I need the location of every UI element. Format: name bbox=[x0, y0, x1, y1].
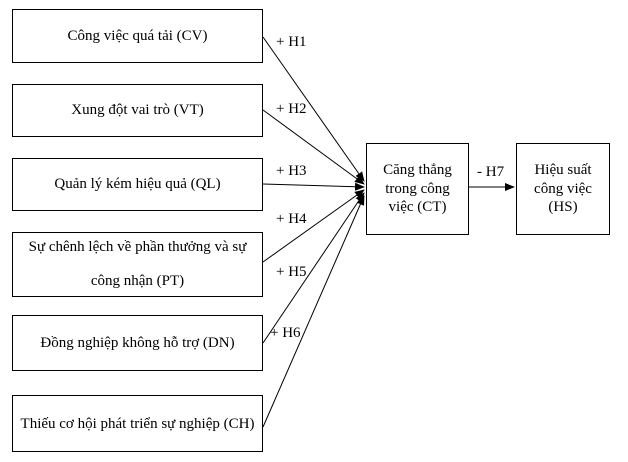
factor-box-ql: Quản lý kém hiệu quả (QL) bbox=[12, 158, 263, 211]
hypothesis-label-h1: + H1 bbox=[276, 34, 307, 50]
factor-label-vt: Xung đột vai trò (VT) bbox=[71, 102, 204, 119]
hypothesis-label-h7: - H7 bbox=[477, 164, 505, 180]
factor-label-ql: Quản lý kém hiệu quả (QL) bbox=[54, 176, 221, 193]
factor-box-ch: Thiếu cơ hội phát triển sự nghiệp (CH) bbox=[12, 395, 263, 452]
hypothesis-label-h3: + H3 bbox=[276, 163, 307, 179]
hypothesis-label-h6: + H6 bbox=[270, 325, 301, 341]
arrow-h5 bbox=[262, 192, 365, 344]
factor-label-dn: Đồng nghiệp không hỗ trợ (DN) bbox=[40, 334, 235, 351]
arrow-h2 bbox=[262, 109, 365, 185]
factor-label-ch: Thiếu cơ hội phát triển sự nghiệp (CH) bbox=[20, 415, 255, 432]
outcome-box: Hiệu suất công việc (HS) bbox=[516, 143, 610, 235]
hypothesis-label-h2: + H2 bbox=[276, 101, 307, 117]
arrow-h3 bbox=[262, 182, 365, 191]
factor-label-pt: Sự chênh lệch về phần thưởng và sự công … bbox=[28, 238, 247, 289]
hypothesis-label-h4: + H4 bbox=[276, 211, 307, 227]
mediator-box: Căng thẳng trong công việc (CT) bbox=[366, 143, 469, 235]
factor-box-cv: Công việc quá tải (CV) bbox=[12, 9, 263, 63]
hypothesis-label-h5: + H5 bbox=[276, 264, 307, 280]
arrow-h6 bbox=[262, 195, 365, 428]
factor-box-vt: Xung đột vai trò (VT) bbox=[12, 84, 263, 137]
outcome-label: Hiệu suất công việc (HS) bbox=[534, 161, 592, 216]
factor-box-pt: Sự chênh lệch về phần thưởng và sự công … bbox=[12, 232, 263, 297]
factor-box-dn: Đồng nghiệp không hỗ trợ (DN) bbox=[12, 315, 263, 371]
factor-label-cv: Công việc quá tải (CV) bbox=[67, 27, 208, 44]
arrow-h1 bbox=[262, 36, 365, 182]
arrow-h4 bbox=[262, 189, 365, 263]
mediator-label: Căng thẳng trong công việc (CT) bbox=[383, 161, 452, 216]
